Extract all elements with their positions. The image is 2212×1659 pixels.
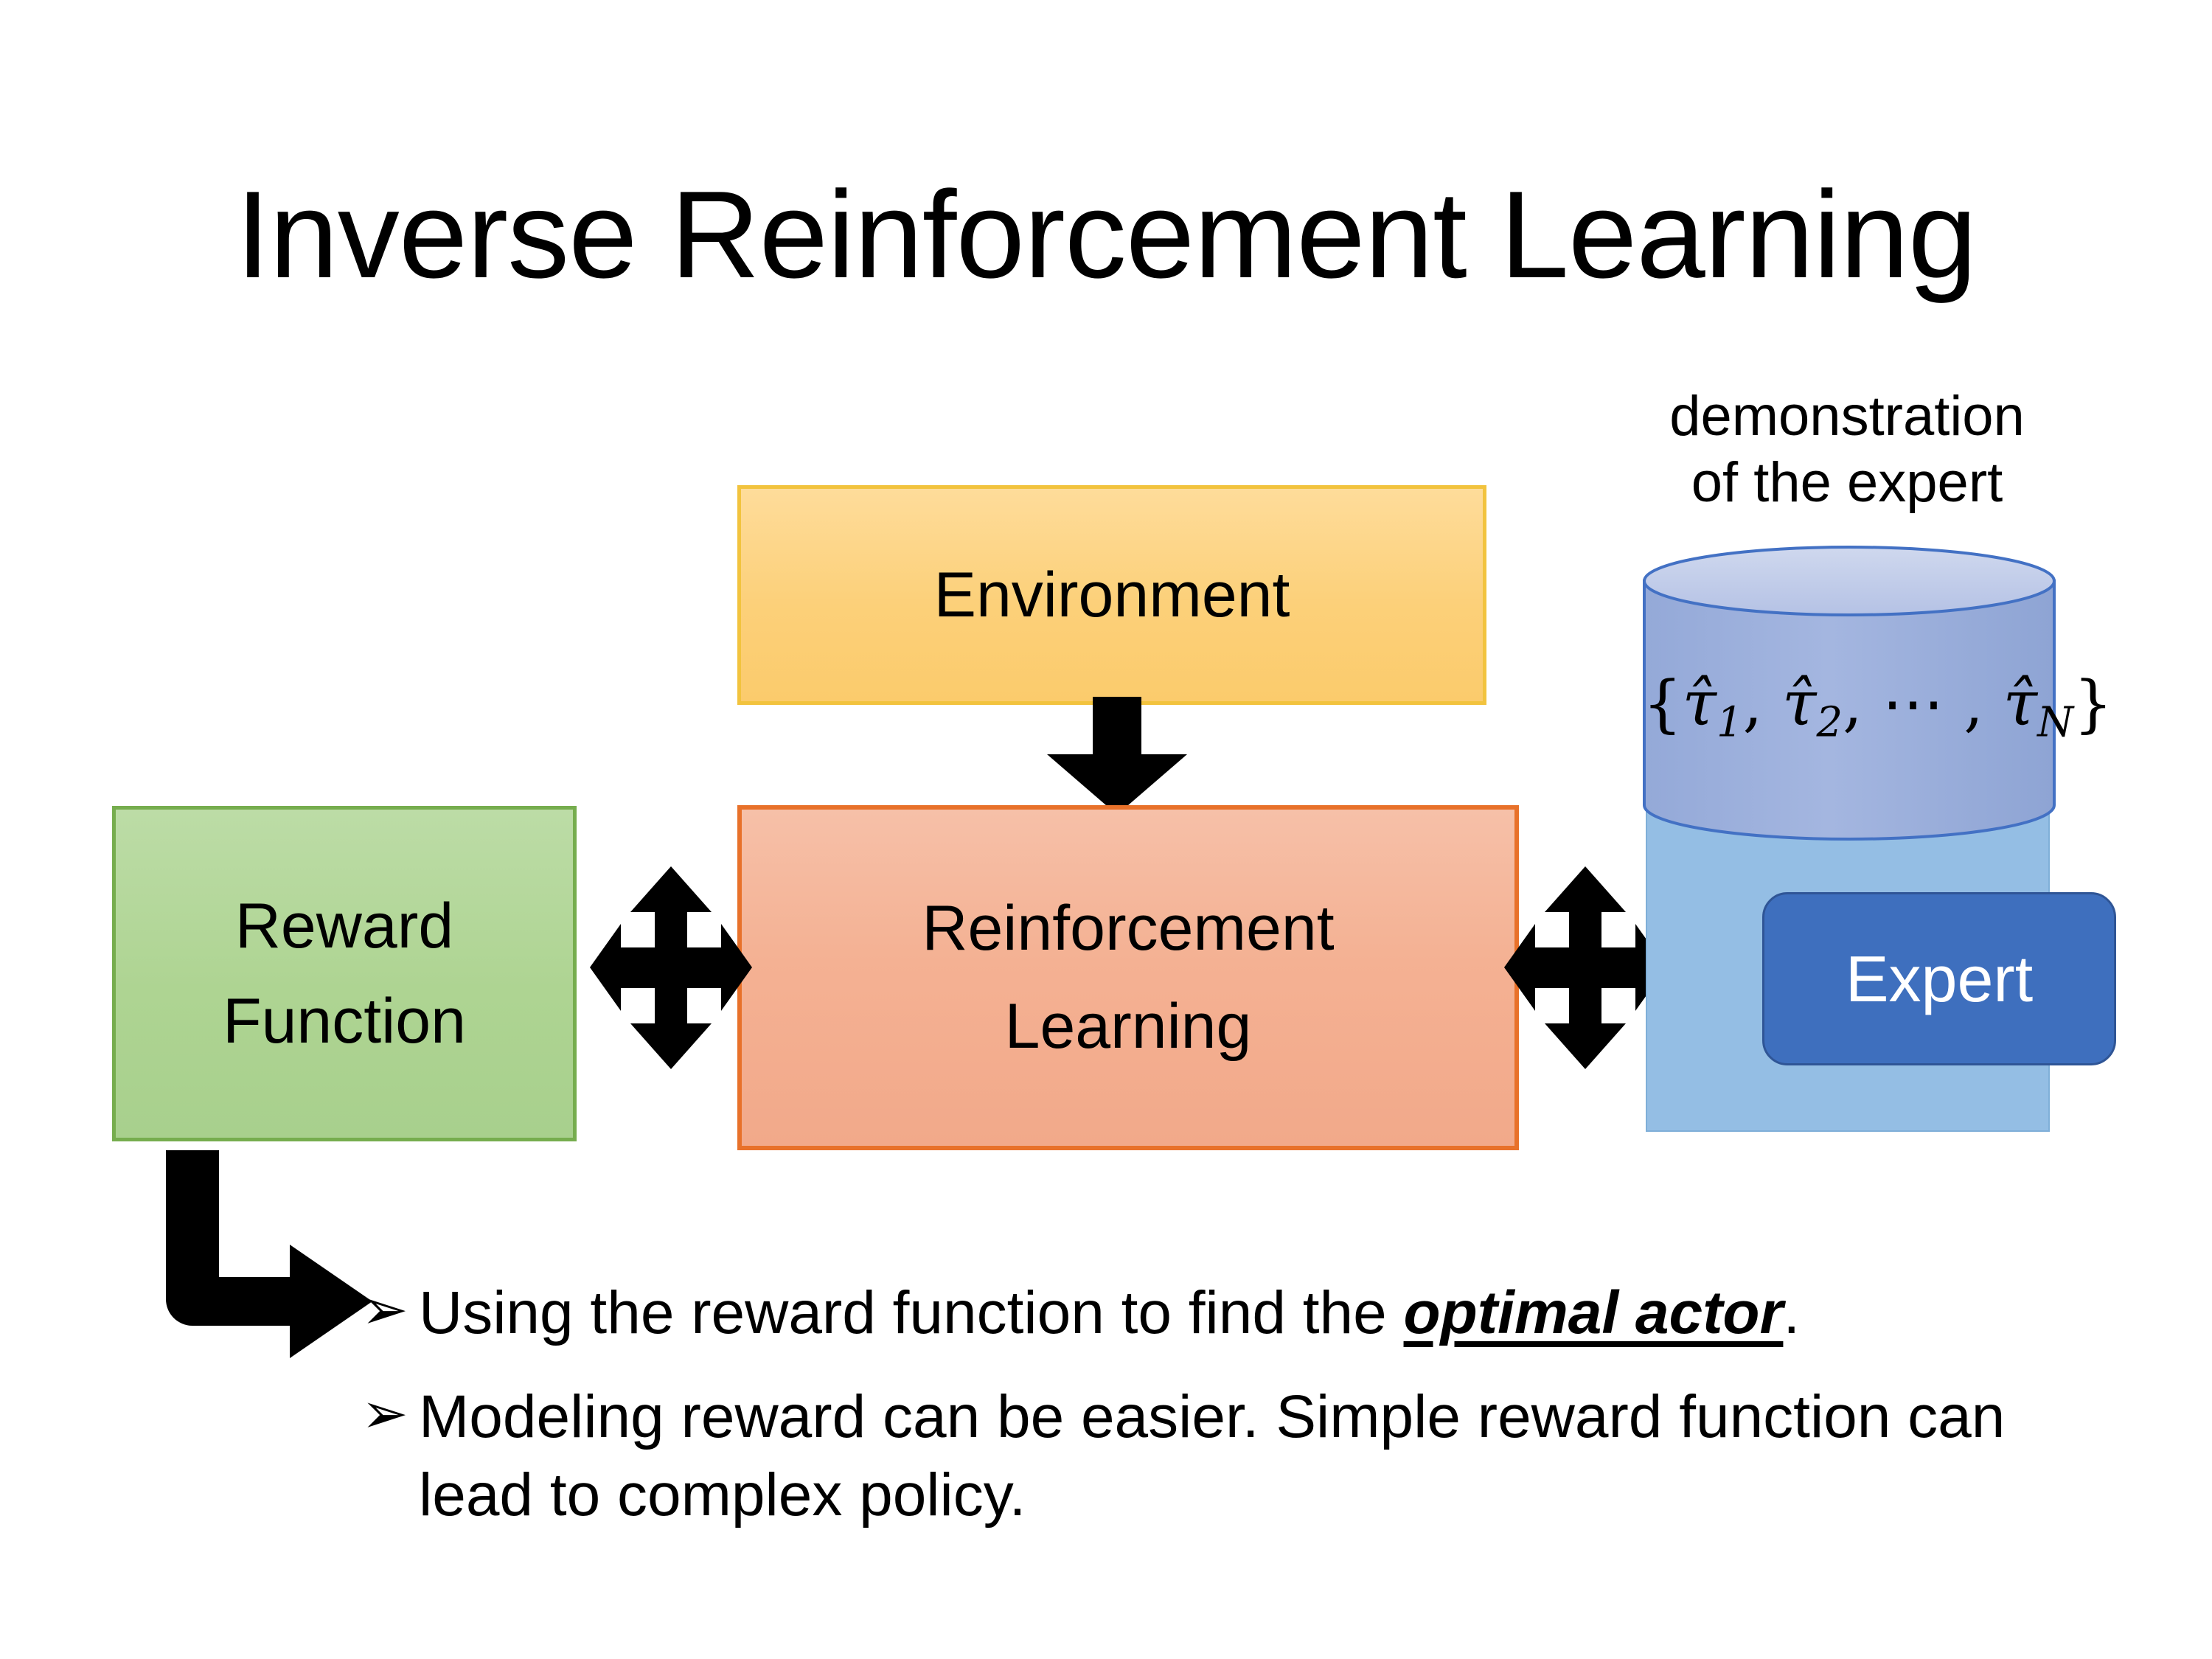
down-arrow-icon: [1047, 697, 1187, 815]
bullet-list: ➢ Using the reward function to find the …: [361, 1274, 2101, 1560]
rl-label-line2: Learning: [1004, 991, 1252, 1062]
bullet-text-before: Modeling reward can be easier. Simple re…: [419, 1382, 2006, 1529]
bullet-marker-icon: ➢: [361, 1382, 408, 1445]
brace-close: }: [2073, 667, 2113, 740]
rl-label-line1: Reinforcement: [922, 892, 1335, 964]
tau-1-subscript: 1: [1716, 698, 1743, 747]
bullet-text: Modeling reward can be easier. Simple re…: [419, 1378, 2101, 1535]
brace-open: {: [1643, 667, 1683, 740]
tau-n-subscript: N: [2037, 698, 2074, 747]
expert-box[interactable]: Expert: [1762, 892, 2116, 1065]
reinforcement-learning-box[interactable]: Reinforcement Learning: [737, 805, 1519, 1150]
reward-label-line1: Reward: [234, 890, 454, 961]
ellipsis: , ⋯ ,: [1843, 667, 2003, 740]
expert-label: Expert: [1845, 942, 2034, 1015]
comma-1: ,: [1742, 667, 1782, 740]
demonstration-cylinder-icon: [1643, 546, 2056, 841]
environment-box[interactable]: Environment: [737, 485, 1486, 705]
tau-2-subscript: 2: [1816, 698, 1843, 747]
bullet-text-before: Using the reward function to find the: [419, 1279, 1404, 1346]
reward-function-box[interactable]: Reward Function: [112, 806, 577, 1141]
bullet-marker-icon: ➢: [361, 1279, 408, 1341]
page-title: Inverse Reinforcement Learning: [235, 165, 1978, 304]
demonstration-caption-line2: of the expert: [1691, 451, 2003, 514]
bullet-text: Using the reward function to find the op…: [419, 1274, 2101, 1353]
tau-2: τ̂: [1781, 667, 1817, 740]
elbow-arrow-icon: [166, 1150, 372, 1358]
tau-1: τ̂: [1682, 667, 1717, 740]
bullet-emphasis: optimal actor: [1403, 1279, 1784, 1346]
quad-arrow-icon-right: [1504, 866, 1666, 1069]
trajectory-set-label: {τ̂1, τ̂2, ⋯ , τ̂N}: [1643, 667, 2113, 747]
list-item: ➢ Using the reward function to find the …: [361, 1274, 2101, 1353]
list-item: ➢ Modeling reward can be easier. Simple …: [361, 1378, 2101, 1535]
environment-label: Environment: [933, 559, 1290, 630]
quad-arrow-icon-left: [590, 866, 752, 1069]
bullet-text-after: .: [1783, 1279, 1801, 1346]
reward-label-line2: Function: [223, 985, 466, 1057]
demonstration-caption-line1: demonstration: [1669, 385, 2025, 448]
tau-n: τ̂: [2003, 667, 2038, 740]
demonstration-caption: demonstration of the expert: [1593, 383, 2101, 515]
